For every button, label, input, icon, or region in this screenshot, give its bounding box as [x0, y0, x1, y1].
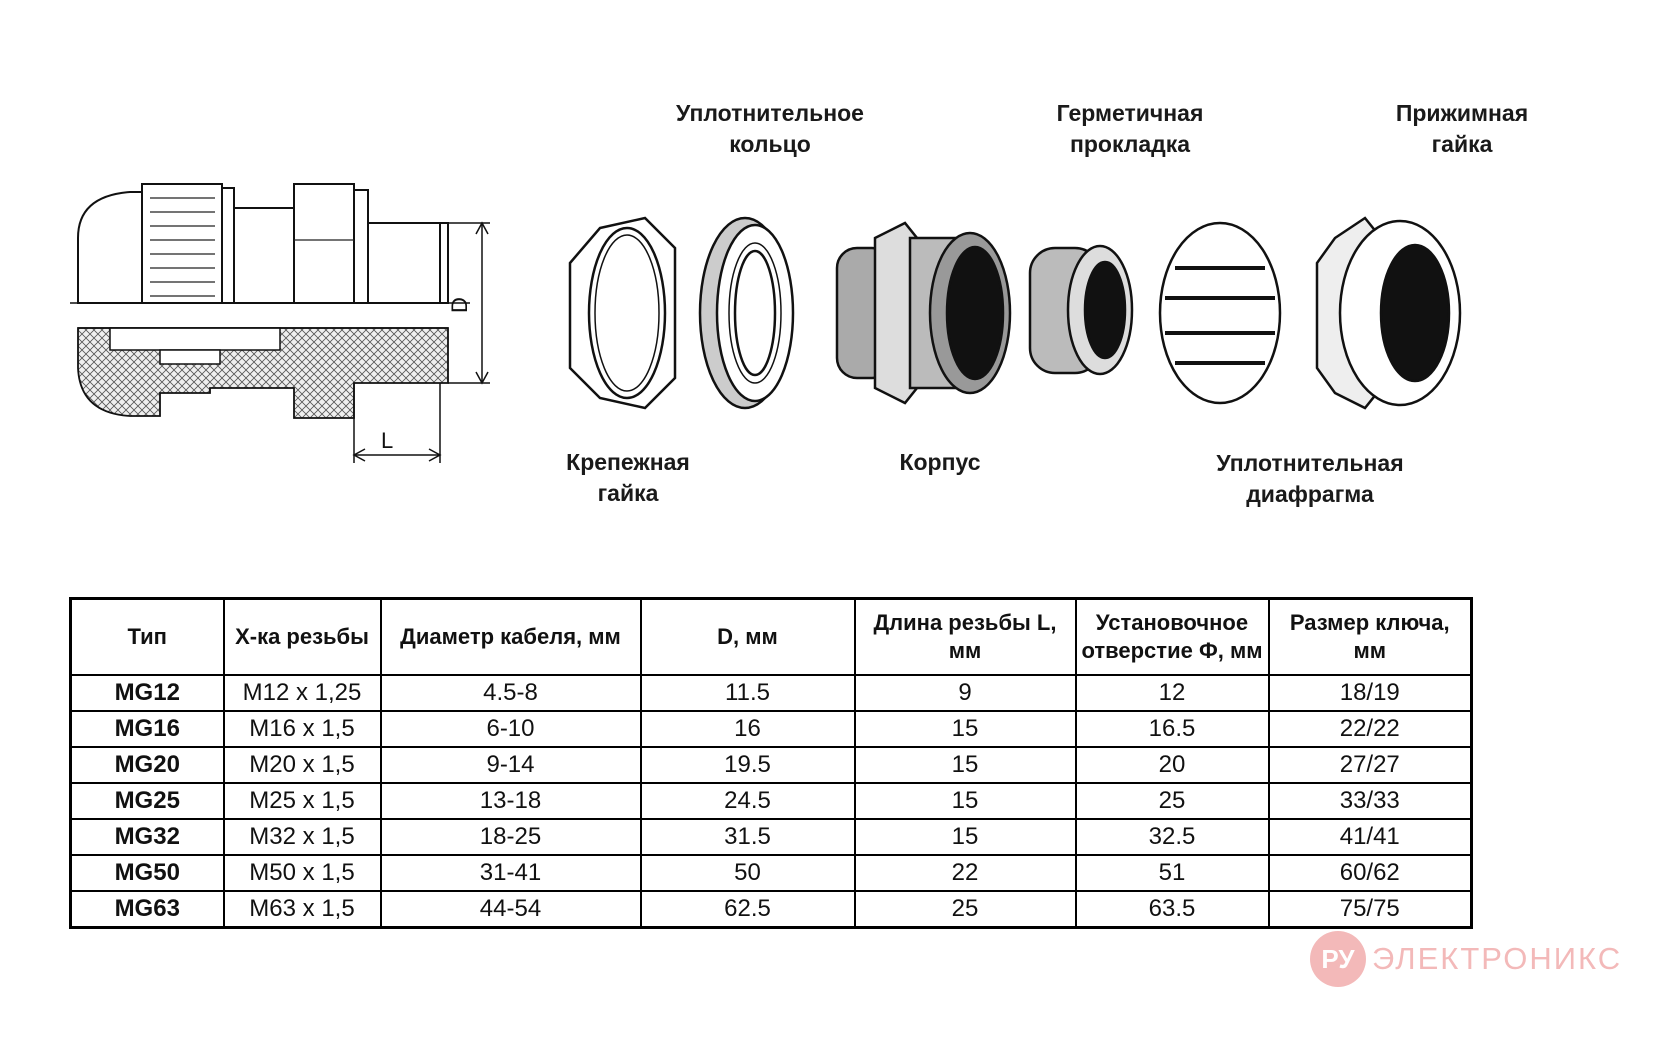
cell-thread: M32 x 1,5 [222, 818, 382, 856]
cell-d: 24.5 [639, 782, 856, 820]
cell-mounting-hole: 12 [1074, 674, 1270, 712]
cell-type: MG25 [69, 782, 225, 820]
cell-type: MG12 [69, 674, 225, 712]
cell-mounting-hole: 16.5 [1074, 710, 1270, 748]
cell-thread-length: 22 [853, 854, 1077, 892]
label-sealing-ring: Уплотнительное кольцо [676, 100, 864, 157]
cross-section-drawing [70, 183, 490, 463]
spec-table: Тип Х-ка резьбы Диаметр кабеля, мм D, мм… [69, 597, 1473, 929]
table-row: MG50 M50 x 1,5 31-41 50 22 51 60/62 [69, 854, 1473, 892]
cell-thread: M25 x 1,5 [222, 782, 382, 820]
watermark: РУ ЭЛЕКТРОНИКС [1310, 931, 1622, 987]
label-clamping-nut: Прижимная гайка [1395, 100, 1529, 157]
dimension-l-label: L [381, 428, 394, 453]
part-body [835, 221, 1012, 405]
label-sealing-diaphragm: Уплотнительная диафрагма [1216, 450, 1404, 507]
cell-cable-diameter: 9-14 [379, 746, 642, 784]
part-mounting-nut [568, 216, 677, 410]
table-header-row: Тип Х-ка резьбы Диаметр кабеля, мм D, мм… [69, 597, 1473, 676]
cell-cable-diameter: 31-41 [379, 854, 642, 892]
part-sealing-ring [698, 216, 795, 410]
label-body: Корпус [899, 449, 981, 475]
cell-d: 11.5 [639, 674, 856, 712]
table-row: MG25 M25 x 1,5 13-18 24.5 15 25 33/33 [69, 782, 1473, 820]
dimension-d-label: D [446, 297, 472, 313]
watermark-logo: РУ [1310, 931, 1366, 987]
cell-cable-diameter: 44-54 [379, 890, 642, 929]
header-cable-diameter: Диаметр кабеля, мм [379, 597, 642, 676]
cell-thread: M16 x 1,5 [222, 710, 382, 748]
table-row: MG32 M32 x 1,5 18-25 31.5 15 32.5 41/41 [69, 818, 1473, 856]
cell-d: 19.5 [639, 746, 856, 784]
cell-mounting-hole: 51 [1074, 854, 1270, 892]
cell-wrench-size: 33/33 [1267, 782, 1473, 820]
cell-type: MG63 [69, 890, 225, 929]
cell-thread-length: 25 [853, 890, 1077, 929]
cell-cable-diameter: 6-10 [379, 710, 642, 748]
header-thread-length: Длина резьбы L,мм [853, 597, 1077, 676]
cell-d: 50 [639, 854, 856, 892]
cell-thread: M12 x 1,25 [222, 674, 382, 712]
cell-thread-length: 15 [853, 782, 1077, 820]
header-type: Тип [69, 597, 225, 676]
cell-thread: M50 x 1,5 [222, 854, 382, 892]
cell-thread: M20 x 1,5 [222, 746, 382, 784]
cell-cable-diameter: 18-25 [379, 818, 642, 856]
cell-mounting-hole: 20 [1074, 746, 1270, 784]
table-row: MG12 M12 x 1,25 4.5-8 11.5 9 12 18/19 [69, 674, 1473, 712]
part-hermetic-gasket [1028, 244, 1134, 376]
header-thread: Х-ка резьбы [222, 597, 382, 676]
cell-thread-length: 15 [853, 746, 1077, 784]
cell-wrench-size: 18/19 [1267, 674, 1473, 712]
cell-d: 31.5 [639, 818, 856, 856]
table-row: MG63 M63 x 1,5 44-54 62.5 25 63.5 75/75 [69, 890, 1473, 929]
cell-cable-diameter: 13-18 [379, 782, 642, 820]
cell-thread-length: 9 [853, 674, 1077, 712]
cell-mounting-hole: 32.5 [1074, 818, 1270, 856]
cell-d: 16 [639, 710, 856, 748]
table-row: MG16 M16 x 1,5 6-10 16 15 16.5 22/22 [69, 710, 1473, 748]
header-d: D, мм [639, 597, 856, 676]
part-sealing-diaphragm [1158, 221, 1282, 405]
table-row: MG20 M20 x 1,5 9-14 19.5 15 20 27/27 [69, 746, 1473, 784]
cell-wrench-size: 41/41 [1267, 818, 1473, 856]
label-mounting-nut: Крепежная гайка [566, 449, 690, 506]
part-clamping-nut [1315, 216, 1462, 410]
cell-type: MG50 [69, 854, 225, 892]
cell-wrench-size: 75/75 [1267, 890, 1473, 929]
cell-thread-length: 15 [853, 710, 1077, 748]
cell-mounting-hole: 63.5 [1074, 890, 1270, 929]
cell-wrench-size: 27/27 [1267, 746, 1473, 784]
cell-cable-diameter: 4.5-8 [379, 674, 642, 712]
cell-wrench-size: 60/62 [1267, 854, 1473, 892]
label-hermetic-gasket: Герметичная прокладка [1056, 100, 1204, 157]
cell-thread-length: 15 [853, 818, 1077, 856]
cell-type: MG20 [69, 746, 225, 784]
cell-d: 62.5 [639, 890, 856, 929]
cell-mounting-hole: 25 [1074, 782, 1270, 820]
exploded-parts-drawing [568, 216, 1462, 410]
cell-wrench-size: 22/22 [1267, 710, 1473, 748]
cell-thread: M63 x 1,5 [222, 890, 382, 929]
header-wrench-size: Размер ключа,мм [1267, 597, 1473, 676]
watermark-text: ЭЛЕКТРОНИКС [1372, 941, 1623, 976]
cell-type: MG16 [69, 710, 225, 748]
cell-type: MG32 [69, 818, 225, 856]
